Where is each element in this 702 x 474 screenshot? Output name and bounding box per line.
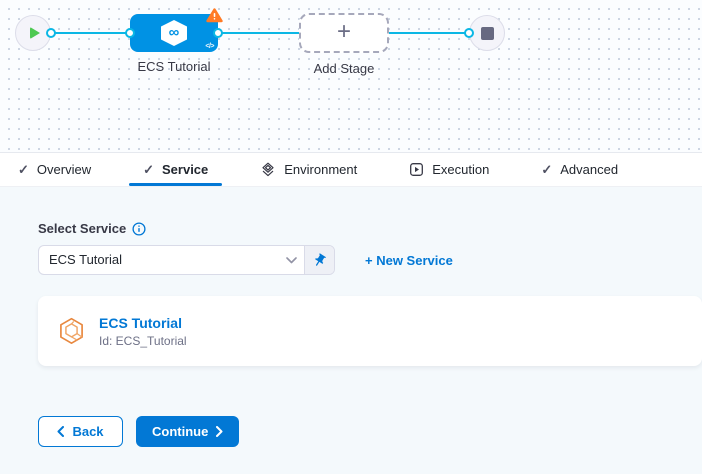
connector-port[interactable]	[125, 28, 135, 38]
service-card-title: ECS Tutorial	[99, 314, 182, 331]
warning-triangle-icon	[206, 8, 223, 28]
tab-overview[interactable]: ✓ Overview	[18, 153, 91, 186]
tab-label: Environment	[284, 162, 358, 177]
tab-label: Service	[162, 162, 209, 177]
tab-execution[interactable]: Execution	[409, 153, 489, 186]
tab-advanced[interactable]: ✓ Advanced	[541, 153, 618, 186]
tab-label: Advanced	[560, 162, 619, 177]
plus-icon: +	[336, 17, 351, 45]
pipeline-edge	[218, 32, 299, 34]
cd-hexagon-icon: ∞	[161, 20, 187, 46]
chevron-left-icon	[57, 426, 65, 437]
pin-button[interactable]	[304, 246, 334, 274]
service-card-id: Id: ECS_Tutorial	[99, 333, 187, 348]
continue-button-label: Continue	[152, 424, 209, 439]
service-card-ecs-tutorial[interactable]: ECS Tutorial Id: ECS_Tutorial	[38, 296, 702, 366]
stage-tabbar: ✓ Overview ✓ Service Environment Executi…	[0, 152, 702, 187]
stage-label: ECS Tutorial	[137, 59, 211, 74]
play-icon	[29, 27, 40, 39]
pipeline-end-node[interactable]	[464, 15, 505, 51]
pipeline-edge	[50, 32, 130, 34]
check-icon: ✓	[143, 161, 154, 177]
info-icon[interactable]	[132, 221, 146, 236]
add-stage-button[interactable]: +	[299, 13, 389, 53]
tab-label: Overview	[36, 162, 92, 177]
pipeline-edge	[389, 32, 469, 34]
back-button-label: Back	[72, 424, 104, 439]
stage-node-ecs-tutorial[interactable]: ∞ </>	[125, 8, 223, 52]
service-hexagon-icon	[58, 317, 85, 346]
new-service-link[interactable]: + New Service	[365, 252, 453, 268]
check-icon: ✓	[18, 161, 29, 177]
chevron-right-icon	[216, 426, 223, 437]
connector-port[interactable]	[464, 28, 474, 38]
code-icon: </>	[205, 43, 214, 50]
stop-icon	[480, 26, 494, 40]
chevron-down-icon[interactable]	[278, 246, 304, 274]
pipeline-canvas: ∞ </> ECS Tutorial + Add Stage	[0, 0, 702, 152]
select-service-label: Select Service	[38, 221, 127, 236]
service-tab-panel: Select Service ECS Tutorial	[0, 187, 702, 447]
continue-button[interactable]: Continue	[136, 416, 240, 447]
service-select-value: ECS Tutorial	[49, 252, 122, 267]
layers-diamond-icon	[260, 162, 276, 178]
service-select[interactable]: ECS Tutorial	[38, 245, 335, 275]
pipeline-start-node[interactable]	[15, 15, 56, 51]
check-icon: ✓	[541, 161, 553, 177]
connector-port[interactable]	[46, 28, 56, 38]
tab-environment[interactable]: Environment	[260, 153, 357, 186]
tab-service[interactable]: ✓ Service	[129, 153, 223, 186]
play-square-icon	[409, 162, 424, 177]
tab-label: Execution	[432, 162, 490, 177]
back-button[interactable]: Back	[38, 416, 123, 447]
pin-icon	[309, 250, 330, 271]
add-stage-label: Add Stage	[313, 61, 375, 76]
connector-port[interactable]	[213, 28, 223, 38]
